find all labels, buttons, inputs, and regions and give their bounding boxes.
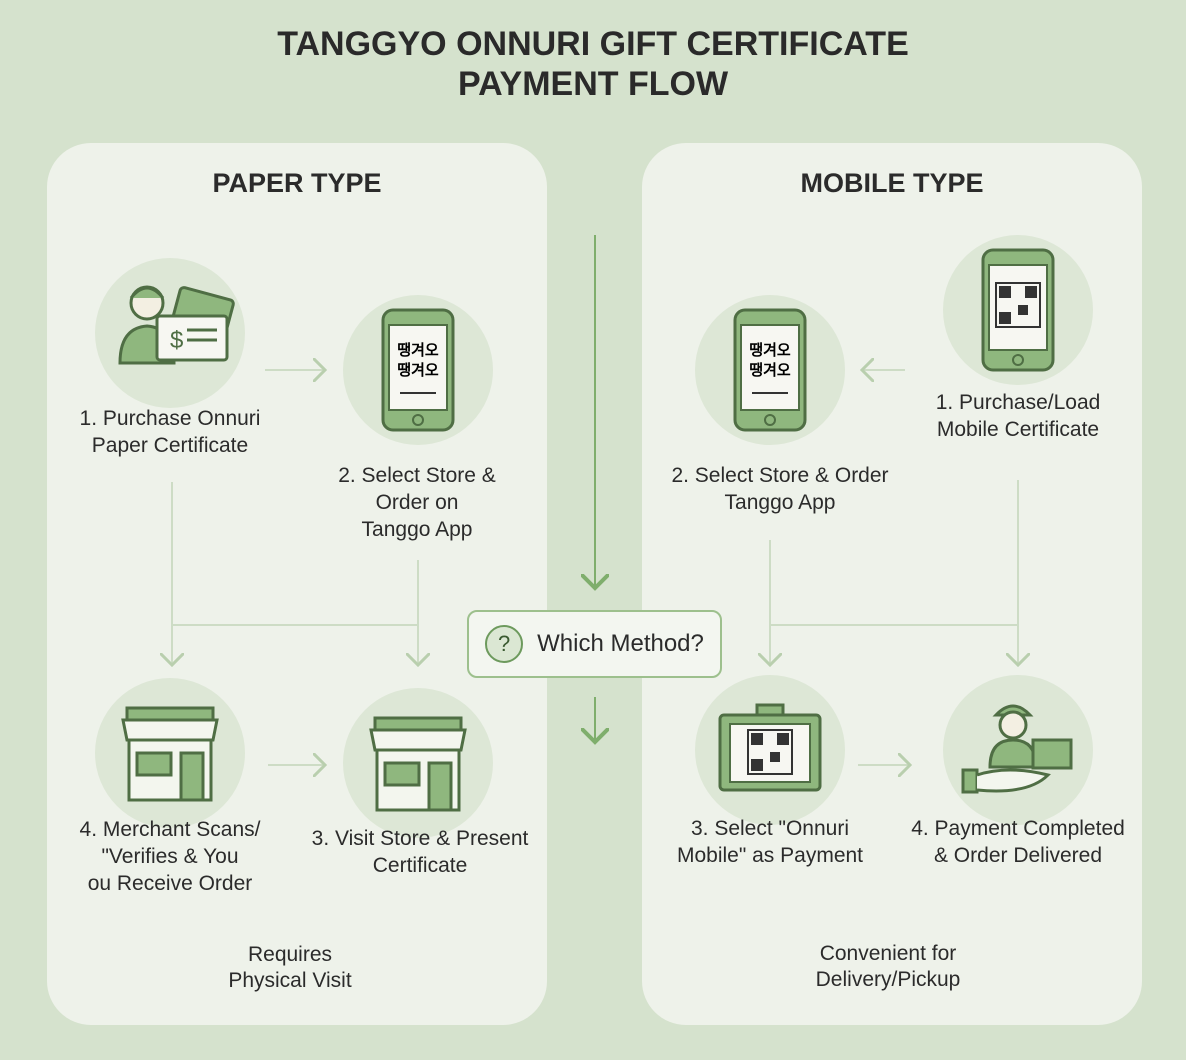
mobile-step-4-label: 4. Payment Completed& Order Delivered xyxy=(911,817,1125,867)
title-line-2: PAYMENT FLOW xyxy=(457,65,729,103)
svg-text:땡겨오: 땡겨오 xyxy=(749,361,791,379)
store-icon xyxy=(95,678,245,828)
person-with-certificate-icon: $ xyxy=(95,258,245,408)
diagram-title: TANGGYO ONNURI GIFT CERTIFICATE PAYMENT … xyxy=(0,24,1186,104)
decision-label: Which Method? xyxy=(537,630,704,657)
mobile-type-title: MOBILE TYPE xyxy=(800,168,984,198)
store-icon xyxy=(343,688,493,838)
svg-text:$: $ xyxy=(170,327,183,354)
svg-text:땡겨오: 땡겨오 xyxy=(397,361,439,379)
svg-text:땡겨오: 땡겨오 xyxy=(749,341,791,359)
paper-type-title: PAPER TYPE xyxy=(212,168,382,198)
which-method-decision: ? Which Method? xyxy=(467,610,722,678)
title-line-1: TANGGYO ONNURI GIFT CERTIFICATE xyxy=(277,25,909,63)
qr-terminal-icon xyxy=(695,675,845,825)
phone-qr-icon xyxy=(943,235,1093,385)
svg-text:땡겨오: 땡겨오 xyxy=(397,341,439,359)
delivery-icon xyxy=(943,675,1093,825)
question-icon: ? xyxy=(485,625,524,663)
